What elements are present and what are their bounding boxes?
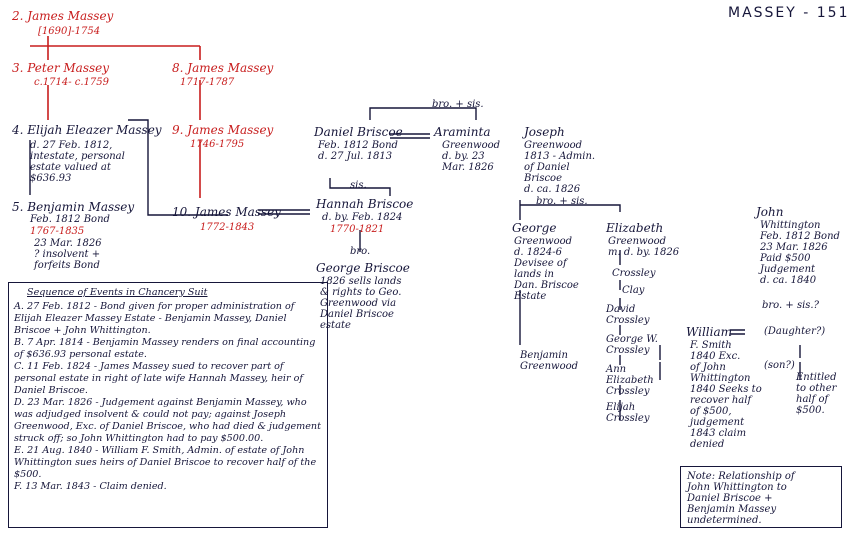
sequence-item: F. 13 Mar. 1843 - Claim denied.	[14, 481, 167, 492]
william-smith-name: William	[686, 325, 733, 339]
gen5a-dates: 1767-1835	[30, 226, 85, 237]
sequence-title: Sequence of Events in Chancery Suit	[27, 287, 208, 298]
ann-elizabeth-crossley: Ann Elizabeth Crossley	[606, 364, 654, 397]
gen3b-dates: 1717-1787	[180, 77, 235, 88]
araminta-name: Araminta	[434, 125, 491, 139]
gen5a-name: 5. Benjamin Massey	[12, 200, 135, 214]
hannah-briscoe-dates: 1770-1821	[330, 224, 385, 235]
crossley-spouse: Crossley	[612, 268, 656, 279]
joseph-greenwood-notes: Greenwood 1813 - Admin. of Daniel Brisco…	[524, 140, 596, 195]
john-whittington-notes: Whittington Feb. 1812 Bond 23 Mar. 1826 …	[760, 220, 840, 286]
bro-label: bro.	[350, 246, 371, 257]
william-smith-notes: F. Smith 1840 Exc. of John Whittington 1…	[690, 340, 762, 450]
sequence-item: E. 21 Aug. 1840 - William F. Smith, Admi…	[14, 445, 317, 480]
george-briscoe-name: George Briscoe	[316, 261, 410, 275]
entitled-note: Entitled to other half of $500.	[796, 372, 837, 416]
hannah-briscoe-notes: d. by. Feb. 1824	[322, 212, 403, 223]
gen3b-name: 8. James Massey	[172, 61, 274, 75]
sequence-item: C. 11 Feb. 1824 - James Massey sued to r…	[14, 361, 303, 396]
sequence-item: D. 23 Mar. 1826 - Judgement against Benj…	[14, 397, 321, 444]
gen5b-dates: 1772-1843	[200, 222, 255, 233]
george-greenwood-notes: Greenwood d. 1824-6 Devisee of lands in …	[514, 236, 579, 302]
gen4b-dates: 1746-1795	[190, 139, 245, 150]
sequence-item: B. 7 Apr. 1814 - Benjamin Massey renders…	[14, 337, 316, 360]
sis-label: sis.	[350, 180, 367, 191]
son-label: (son?)	[764, 360, 795, 371]
gen4a-name: 4. Elijah Eleazer Massey	[12, 123, 162, 137]
gen4a-notes: d. 27 Feb. 1812, intestate, personal est…	[30, 140, 125, 184]
hannah-briscoe-name: Hannah Briscoe	[316, 197, 414, 211]
clay-label: Clay	[622, 285, 645, 296]
daniel-briscoe-notes: Feb. 1812 Bond d. 27 Jul. 1813	[318, 140, 398, 162]
gen3a-dates: c.1714- c.1759	[34, 77, 110, 88]
elizabeth-greenwood-notes: Greenwood m. d. by. 1826	[608, 236, 680, 258]
daniel-briscoe-name: Daniel Briscoe	[314, 125, 403, 139]
gen5b-name: 10. James Massey	[172, 205, 281, 219]
sequence-of-events-box: Sequence of Events in Chancery Suit A. 2…	[8, 282, 328, 528]
gen5a-notes: 23 Mar. 1826 ? insolvent + forfeits Bond	[34, 238, 102, 271]
elizabeth-greenwood-name: Elizabeth	[606, 221, 664, 235]
george-greenwood-name: George	[512, 221, 557, 235]
whittington-bro-sis-label: bro. + sis.?	[762, 300, 819, 311]
gen2-name: 2. James Massey	[12, 9, 114, 23]
relationship-note-box: Note: Relationship of John Whittington t…	[680, 466, 842, 528]
george-w-crossley: George W. Crossley	[606, 334, 658, 356]
david-crossley: David Crossley	[606, 304, 650, 326]
daughter-label: (Daughter?)	[764, 326, 826, 337]
george-briscoe-notes: 1826 sells lands & rights to Geo. Greenw…	[320, 276, 402, 331]
gen3a-name: 3. Peter Massey	[12, 61, 110, 75]
relationship-note-text: Note: Relationship of John Whittington t…	[687, 471, 795, 526]
sequence-item: A. 27 Feb. 1812 - Bond given for proper …	[14, 301, 295, 336]
joseph-greenwood-name: Joseph	[524, 125, 565, 139]
elijah-crossley: Elijah Crossley	[606, 402, 650, 424]
benjamin-greenwood: Benjamin Greenwood	[520, 350, 579, 372]
sequence-list: A. 27 Feb. 1812 - Bond given for proper …	[14, 301, 324, 493]
greenwood-bro-sis-label: bro. + sis.	[536, 196, 588, 207]
page-reference: MASSEY - 151	[728, 5, 850, 21]
briscoe-bro-sis-label: bro. + sis.	[432, 99, 484, 110]
gen4b-name: 9. James Massey	[172, 123, 274, 137]
john-whittington-name: John	[756, 205, 784, 219]
araminta-notes: Greenwood d. by. 23 Mar. 1826	[442, 140, 501, 173]
gen2-dates: [1690]-1754	[38, 26, 101, 37]
gen5a-bond: Feb. 1812 Bond	[30, 214, 110, 225]
